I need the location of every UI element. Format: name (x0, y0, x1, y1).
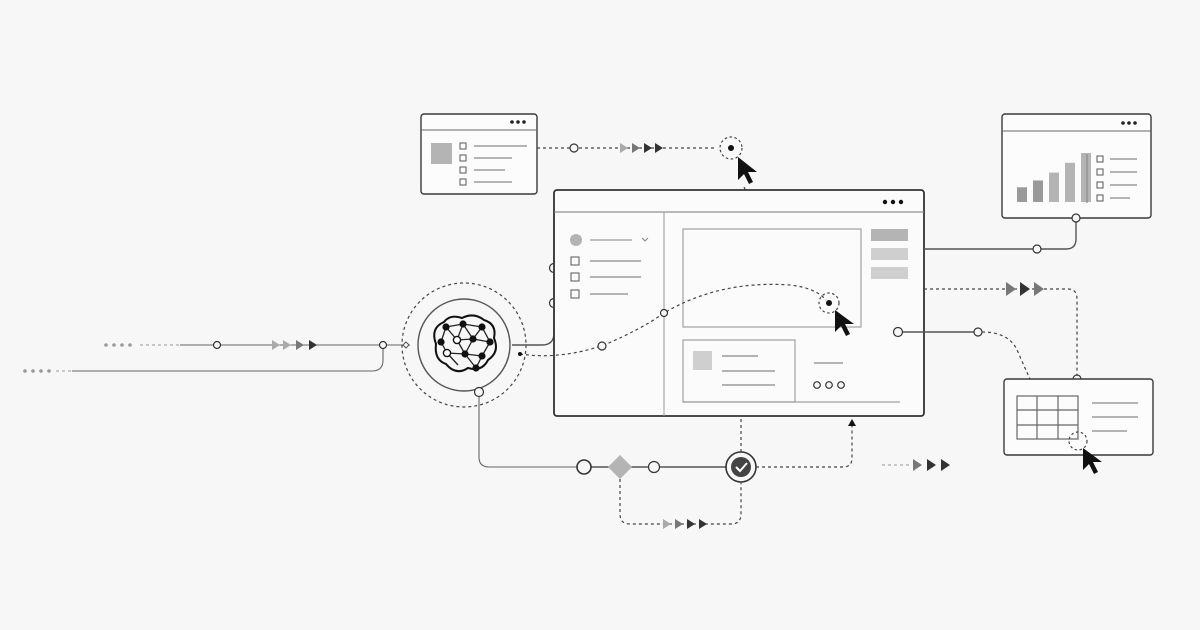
cursor-path-lower (518, 283, 854, 357)
avatar (570, 234, 582, 246)
cursor-arrow-icon (835, 310, 854, 336)
window-dots-icon (882, 199, 904, 205)
window-to-chart-connector (924, 218, 1077, 250)
input-stream-lower (23, 349, 384, 373)
side-block (871, 248, 908, 260)
connector-node (1071, 213, 1081, 223)
image-placeholder (431, 143, 452, 164)
check-circle-icon (725, 451, 757, 483)
image-placeholder (693, 351, 712, 370)
bar-chart-bar (1065, 162, 1075, 202)
ai-brain-hub (401, 282, 527, 408)
bar-chart-icon (1017, 153, 1091, 202)
chevron-down-icon (641, 237, 649, 242)
brain-to-window-connector (512, 216, 555, 346)
bar-chart-bar (1081, 153, 1091, 202)
checklist-window (420, 113, 538, 195)
grid-table-icon (1016, 395, 1079, 440)
window-to-table-connector (892, 326, 1031, 380)
side-block (871, 229, 908, 241)
top-flow-line (537, 136, 757, 184)
side-block (871, 267, 908, 279)
table-window (1003, 378, 1154, 474)
chart-window (1001, 113, 1152, 219)
cursor-arrow-icon (738, 157, 757, 184)
cursor-arrow-icon (1083, 448, 1102, 474)
left-input-streams (23, 340, 410, 373)
decision-diamond-icon (608, 455, 632, 479)
canvas-panel (682, 228, 862, 328)
connector-node (1032, 244, 1042, 254)
sidebar-panel (570, 234, 649, 299)
bar-chart-bar (1049, 172, 1059, 202)
bar-chart-bar (1033, 180, 1043, 202)
bar-chart-bar (1017, 187, 1027, 202)
input-stream-upper (104, 340, 410, 350)
output-arrows (882, 459, 950, 471)
decision-flow (473, 386, 856, 529)
neural-network-brain-icon (433, 314, 497, 373)
main-app-window (553, 189, 925, 417)
